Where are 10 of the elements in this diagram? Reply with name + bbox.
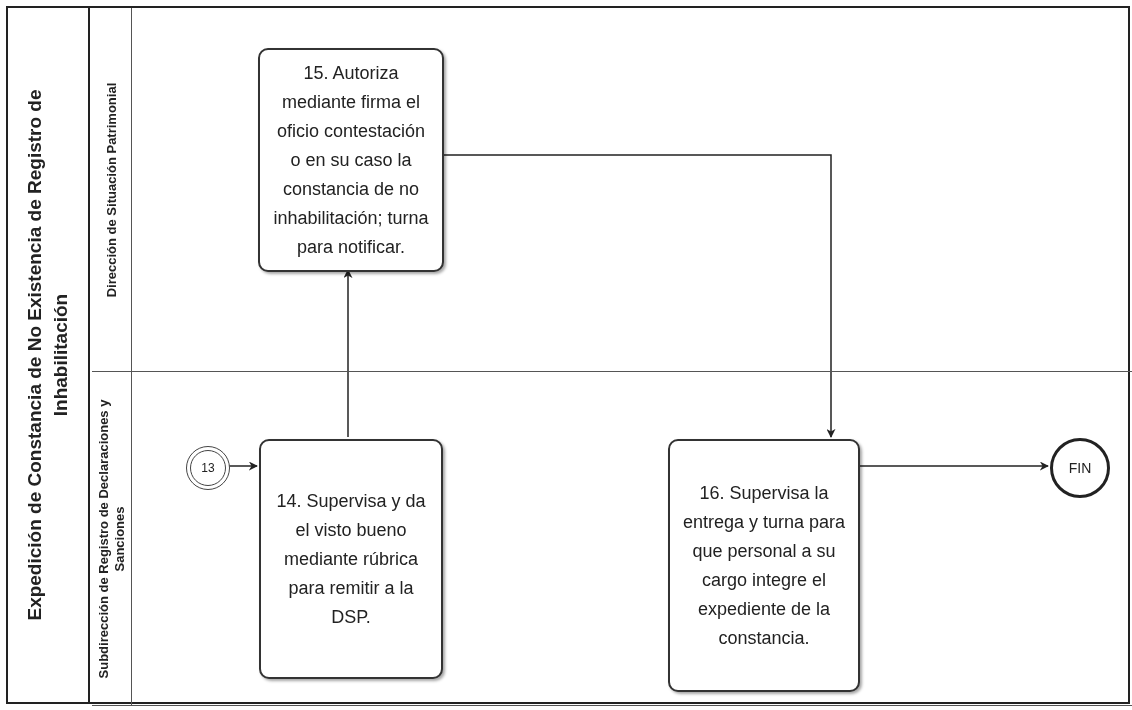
lane-label: Subdirección de Registro de Declaraciones y Sanciones	[95, 398, 128, 680]
task-box: 15. Autoriza mediante firma el oficio contestación o en su caso la constancia de no inhabilitación; turna para notificar.	[258, 48, 444, 272]
task-box: 14. Supervisa y da el visto bueno mediante rúbrica para remitir a la DSP.	[259, 439, 443, 679]
swimlane	[92, 372, 1132, 706]
pool-title: Expedición de Constancia de No Existencia de Registro de Inhabilitación	[23, 88, 72, 623]
swimlane	[92, 8, 1132, 372]
task-box: 16. Supervisa la entrega y turna para que personal a su cargo integre el expediente de la constancia.	[668, 439, 860, 692]
lane-label: Dirección de Situación Patrimonial	[103, 81, 120, 299]
arrow	[343, 269, 353, 438]
pool-frame	[6, 6, 1130, 704]
